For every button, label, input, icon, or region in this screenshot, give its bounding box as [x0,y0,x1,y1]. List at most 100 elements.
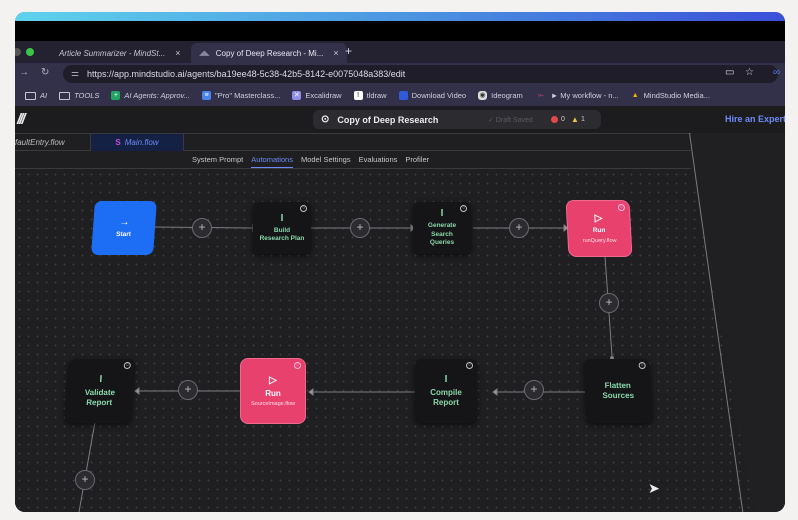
add-step-button[interactable]: + [509,218,529,238]
tab-automations[interactable]: Automations [251,152,293,168]
top-gradient-bar [15,12,785,21]
bookmark-excalidraw[interactable]: ✕Excalidraw [292,91,342,100]
file-tab-label: Main.flow [124,138,159,147]
app-header: /// ⊙ Copy of Deep Research ✓ Draft Save… [15,106,785,133]
text-cursor-icon: I [99,373,103,385]
traffic-light-maximize[interactable] [26,48,34,56]
bookmark-label: AI [40,91,48,100]
add-step-button[interactable]: + [178,380,198,400]
bookmark-label: Download Video [411,91,467,100]
bookmark-label: AI Agents: Approv... [124,91,190,100]
bookmark-label: ► My workflow - n... [550,91,619,100]
n8n-icon: ⟜ [537,92,544,99]
tab-bar: Article Summarizer - MindSt... × ◢◣ Copy… [15,41,785,63]
node-generate-search-queries[interactable]: ○ I Generate Search Queries [413,202,471,254]
traffic-light-minimize[interactable] [15,48,21,56]
site-settings-icon[interactable]: ⚌ [71,68,80,78]
add-step-button[interactable]: + [350,218,370,238]
agent-search-icon: ⊙ [321,114,330,125]
tab-model-settings[interactable]: Model Settings [300,155,351,164]
star-icon[interactable]: ☆ [745,67,754,78]
download-icon [398,91,408,100]
bookmark-masterclass[interactable]: ≡"Pro" Masterclass... [201,91,281,100]
node-start[interactable]: → Start [91,201,157,255]
bookmark-tldraw[interactable]: !tldraw [353,91,387,100]
error-count: 0 [561,116,565,123]
folder-icon [59,91,71,100]
ideogram-icon: ◉ [478,91,488,100]
agent-title: Copy of Deep Research [337,114,439,125]
mindstudio-logo[interactable]: /// [17,111,25,128]
add-step-button[interactable]: + [192,218,212,238]
close-icon[interactable]: × [175,48,181,58]
node-validate-report[interactable]: ○ I Validate Report [64,359,136,423]
play-icon: ▷ [269,374,277,386]
tab-article-summarizer[interactable]: Article Summarizer - MindSt... × [51,43,189,63]
warning-icon[interactable]: ▲ [571,115,579,124]
bookmark-download-video[interactable]: Download Video [398,91,467,100]
bookmark-tools[interactable]: TOOLS [59,91,99,100]
node-run-source-image[interactable]: ○ ▷ Run SourceImage.flow [241,359,305,423]
node-menu-icon[interactable]: ○ [617,204,626,211]
url-text: https://app.mindstudio.ai/agents/ba19ee4… [87,69,406,79]
bookmark-ideogram[interactable]: ◉Ideogram [478,91,523,100]
url-input[interactable]: ⚌ https://app.mindstudio.ai/agents/ba19e… [63,65,781,83]
forward-arrow-icon[interactable]: → [19,67,29,78]
tab-profiler[interactable]: Profiler [405,155,430,164]
mindstudio-favicon-icon: ◢◣ [199,50,210,57]
bookmark-mindstudio-media[interactable]: ▲MindStudio Media... [631,91,710,100]
extension-icon[interactable]: ∞ [773,67,781,78]
node-menu-icon[interactable]: ○ [123,362,132,369]
tldraw-icon: ! [353,91,363,100]
arrow-right-icon: → [119,216,130,228]
node-menu-icon[interactable]: ○ [460,205,467,212]
tab-label: Article Summarizer - MindSt... [59,48,166,58]
node-label: Build Research Plan [259,226,305,242]
excalidraw-icon: ✕ [292,91,302,100]
bookmark-ai-agents[interactable]: +AI Agents: Approv... [111,91,190,100]
bookmark-my-workflow[interactable]: ⟜ ► My workflow - n... [535,91,619,100]
agent-title-bar[interactable]: ⊙ Copy of Deep Research ✓ Draft Saved 0 … [313,110,601,129]
tab-deep-research[interactable]: ◢◣ Copy of Deep Research - Mi... × [191,43,347,63]
bookmark-ai[interactable]: AI [25,91,47,100]
node-run-query[interactable]: ○ ▷ Run runQuery.flow [566,201,632,256]
bookmark-label: Ideogram [491,91,523,100]
hire-expert-link[interactable]: Hire an Expert [725,114,785,124]
text-cursor-icon: I [440,208,444,220]
node-subflow: runQuery.flow [582,237,617,244]
bookmark-label: TOOLS [74,91,100,100]
reload-icon[interactable]: ↻ [41,67,50,78]
text-cursor-icon: I [280,212,284,224]
bookmark-label: "Pro" Masterclass... [214,91,281,100]
file-tab-default-entry[interactable]: faultEntry.flow [15,134,65,151]
tab-system-prompt[interactable]: System Prompt [192,155,244,164]
close-icon[interactable]: × [333,48,339,58]
node-menu-icon[interactable]: ○ [466,362,473,369]
node-menu-icon[interactable]: ○ [638,362,646,369]
add-step-button[interactable]: + [75,470,95,490]
file-tab-label: faultEntry.flow [15,138,65,147]
node-label: Run [592,227,606,235]
node-menu-icon[interactable]: ○ [294,362,301,369]
add-step-button[interactable]: + [599,293,619,313]
browser-window: Article Summarizer - MindSt... × ◢◣ Copy… [15,12,785,512]
sub-navigation: System Prompt Automations Model Settings… [15,151,695,169]
play-icon: ▷ [594,213,603,225]
node-flatten-sources[interactable]: ○ Flatten Sources [583,359,653,423]
bookmark-label: tldraw [366,91,387,100]
error-icon[interactable] [551,116,558,123]
add-step-button[interactable]: + [524,380,544,400]
drive-icon: ▲ [631,92,639,99]
node-compile-report[interactable]: ○ I Compile Report [415,359,477,423]
tab-search-icon[interactable]: ▭ [725,67,735,78]
node-build-research-plan[interactable]: ○ I Build Research Plan [253,202,311,254]
node-label: Flatten Sources [602,380,635,400]
sheets-icon: + [111,91,121,100]
node-menu-icon[interactable]: ○ [300,205,307,212]
new-tab-button[interactable]: + [345,44,353,58]
flow-icon: S [115,138,121,147]
docs-icon: ≡ [201,91,211,100]
tab-evaluations[interactable]: Evaluations [358,155,398,164]
